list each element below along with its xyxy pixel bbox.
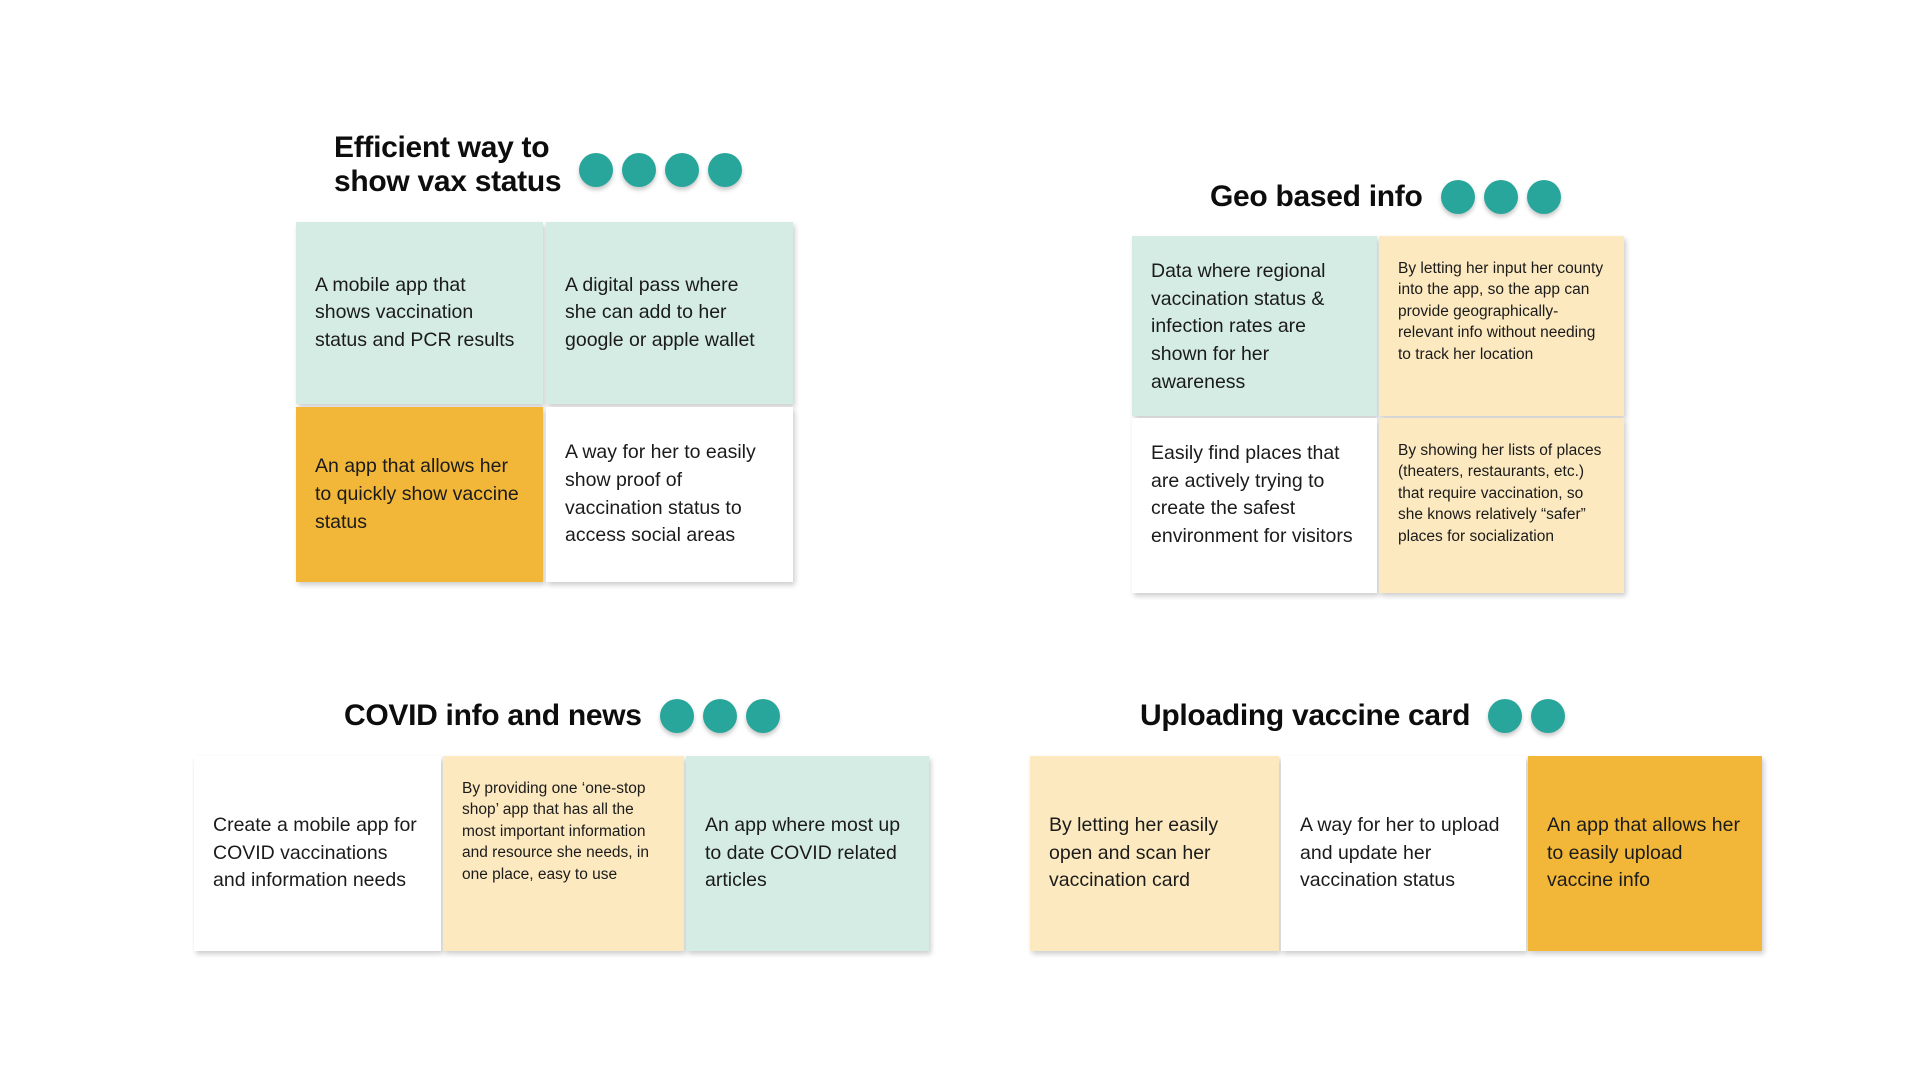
vote-dot-icon[interactable] — [1488, 699, 1523, 733]
page-title: Geo based info — [1210, 180, 1423, 214]
sticky-note-grid: Data where regional vaccination status &… — [1132, 236, 1624, 593]
panel-geo-based-info: Geo based info Data where regional vacci… — [1132, 180, 1632, 593]
sticky-note-text: An app where most up to date COVID relat… — [705, 813, 901, 892]
panel-header: COVID info and news — [194, 699, 929, 733]
panel-efficient-way-to-show-vax-status: Efficient way to show vax status A mobil… — [296, 131, 796, 583]
sticky-note-text: A way for her to easily show proof of va… — [565, 441, 756, 547]
vote-dot-icon[interactable] — [659, 699, 694, 733]
sticky-note[interactable]: A digital pass where she can add to her … — [546, 222, 793, 405]
sticky-note-text: A mobile app that shows vaccination stat… — [315, 273, 515, 352]
sticky-note[interactable]: A way for her to easily show proof of va… — [546, 407, 793, 583]
page-title: Efficient way to show vax status — [334, 131, 562, 198]
sticky-note-text: By showing her lists of places (theaters… — [1398, 442, 1602, 545]
dot-rating-group — [1488, 699, 1566, 733]
page-title: COVID info and news — [344, 699, 642, 733]
sticky-note[interactable]: By letting her easily open and scan her … — [1030, 756, 1279, 951]
dot-rating-group — [579, 153, 743, 187]
vote-dot-icon[interactable] — [665, 153, 700, 187]
panel-header: Geo based info — [1132, 180, 1632, 214]
panel-covid-info-and-news: COVID info and news Create a mobile app … — [194, 699, 929, 951]
sticky-note-text: An app that allows her to easily upload … — [1547, 813, 1740, 892]
panel-uploading-vaccine-card: Uploading vaccine card By letting her ea… — [1030, 699, 1762, 951]
vote-dot-icon[interactable] — [702, 699, 737, 733]
vote-dot-icon[interactable] — [708, 153, 743, 187]
vote-dot-icon[interactable] — [579, 153, 614, 187]
sticky-note-text: By providing one ‘one-stop shop’ app tha… — [462, 780, 649, 883]
sticky-note[interactable]: Easily find places that are actively try… — [1132, 418, 1377, 593]
sticky-note[interactable]: By providing one ‘one-stop shop’ app tha… — [443, 756, 684, 951]
sticky-note[interactable]: A mobile app that shows vaccination stat… — [296, 222, 543, 405]
vote-dot-icon[interactable] — [622, 153, 657, 187]
sticky-note-text: By letting her input her county into the… — [1398, 260, 1604, 363]
sticky-note[interactable]: An app where most up to date COVID relat… — [686, 756, 929, 951]
sticky-note-text: Create a mobile app for COVID vaccinatio… — [213, 813, 417, 892]
sticky-note-grid: A mobile app that shows vaccination stat… — [296, 222, 796, 583]
sticky-note[interactable]: An app that allows her to quickly show v… — [296, 407, 543, 583]
sticky-note[interactable]: An app that allows her to easily upload … — [1528, 756, 1762, 951]
sticky-note[interactable]: By letting her input her county into the… — [1379, 236, 1624, 416]
vote-dot-icon[interactable] — [1531, 699, 1566, 733]
vote-dot-icon[interactable] — [745, 699, 780, 733]
sticky-note-text: Data where regional vaccination status &… — [1151, 260, 1326, 393]
sticky-note[interactable]: By showing her lists of places (theaters… — [1379, 418, 1624, 593]
sticky-note-text: A digital pass where she can add to her … — [565, 273, 755, 352]
sticky-note-grid: Create a mobile app for COVID vaccinatio… — [194, 756, 929, 951]
vote-dot-icon[interactable] — [1483, 180, 1518, 214]
dot-rating-group — [1440, 180, 1561, 214]
dot-rating-group — [659, 699, 780, 733]
panel-header: Uploading vaccine card — [1030, 699, 1760, 733]
vote-dot-icon[interactable] — [1526, 180, 1561, 214]
sticky-note-text: An app that allows her to quickly show v… — [315, 455, 519, 533]
sticky-note-text: A way for her to upload and update her v… — [1300, 813, 1500, 892]
sticky-note[interactable]: A way for her to upload and update her v… — [1281, 756, 1526, 951]
sticky-note-text: By letting her easily open and scan her … — [1049, 813, 1219, 892]
sticky-note-grid: By letting her easily open and scan her … — [1030, 756, 1762, 951]
page-title: Uploading vaccine card — [1140, 699, 1471, 733]
sticky-note[interactable]: Data where regional vaccination status &… — [1132, 236, 1377, 416]
panel-header: Efficient way to show vax status — [296, 131, 796, 198]
vote-dot-icon[interactable] — [1440, 180, 1475, 214]
sticky-note-text: Easily find places that are actively try… — [1151, 442, 1353, 548]
sticky-note[interactable]: Create a mobile app for COVID vaccinatio… — [194, 756, 441, 951]
